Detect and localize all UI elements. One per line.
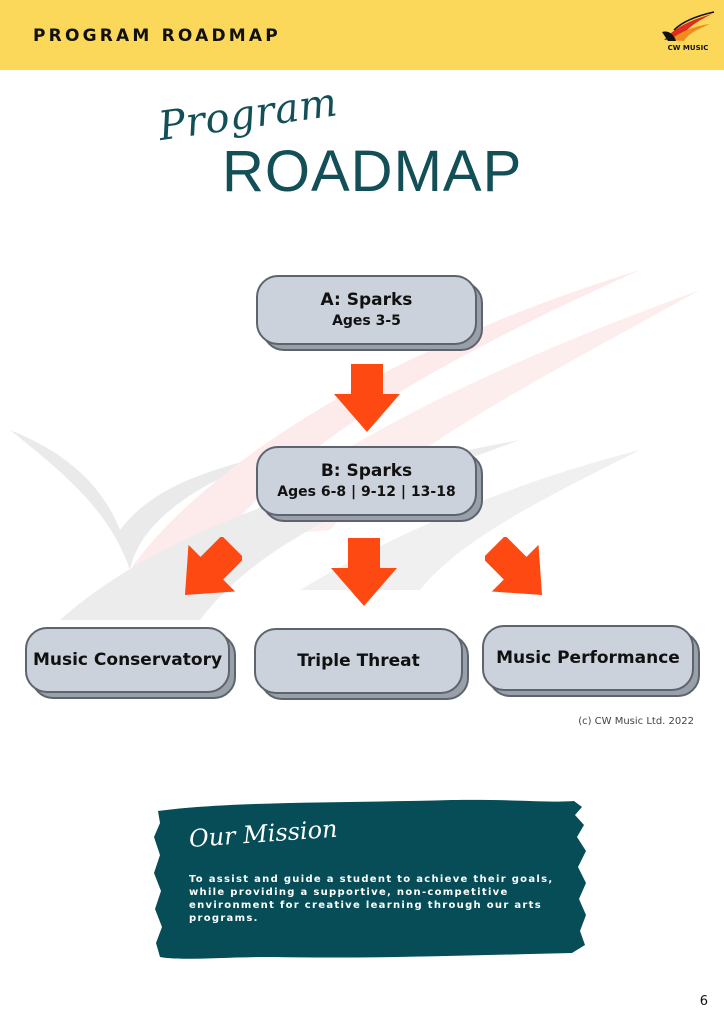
mission-block: Our Mission To assist and guide a studen… xyxy=(152,797,588,963)
track-label: Music Performance xyxy=(496,648,680,668)
level-a-name: A: Sparks xyxy=(320,290,413,310)
header-bar: PROGRAM ROADMAP CW MUSIC xyxy=(0,0,724,70)
logo-icon xyxy=(662,11,715,41)
level-a-box: A: Sparks Ages 3-5 xyxy=(256,275,483,351)
logo-text: CW MUSIC xyxy=(667,44,709,52)
track-label: Triple Threat xyxy=(297,651,420,671)
arrow-down-left-icon xyxy=(184,537,242,596)
arrow-down-icon xyxy=(334,364,400,432)
level-a-ages: Ages 3-5 xyxy=(332,313,401,329)
arrow-down-icon xyxy=(331,538,397,606)
arrow-down-right-icon xyxy=(485,537,543,596)
page-number: 6 xyxy=(699,994,708,1009)
track-box-performance: Music Performance xyxy=(482,625,700,697)
track-label: Music Conservatory xyxy=(32,650,223,670)
copyright-text: (c) CW Music Ltd. 2022 xyxy=(578,716,694,727)
header-title: PROGRAM ROADMAP xyxy=(33,26,281,46)
logo: CW MUSIC xyxy=(660,10,716,62)
level-b-ages: Ages 6-8 | 9-12 | 13-18 xyxy=(277,484,456,500)
track-box-conservatory: Music Conservatory xyxy=(25,627,236,699)
level-b-name: B: Sparks xyxy=(320,461,413,481)
track-box-triple-threat: Triple Threat xyxy=(254,628,469,700)
title-main: ROADMAP xyxy=(222,139,523,204)
mission-brush-background xyxy=(154,799,586,959)
level-b-box: B: Sparks Ages 6-8 | 9-12 | 13-18 xyxy=(256,446,483,522)
mission-text: To assist and guide a student to achieve… xyxy=(189,874,554,924)
